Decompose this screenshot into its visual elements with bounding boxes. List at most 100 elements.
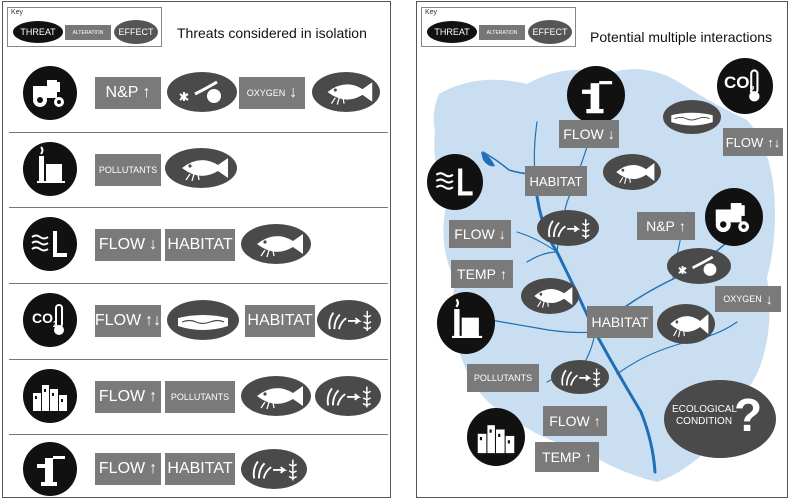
alteration-label: OXYGEN [246, 88, 286, 98]
algae-icon [167, 72, 237, 112]
panel-title-right: Potential multiple interactions [590, 29, 773, 45]
water-abstraction-icon [427, 154, 483, 210]
alteration-box: FLOW↑ [95, 381, 161, 413]
fish-icon [241, 224, 311, 264]
fish-icon [657, 304, 715, 344]
water-abstraction-icon [23, 217, 77, 271]
alteration-box: OXYGEN↓ [715, 286, 781, 312]
fish-icon [603, 154, 661, 190]
alteration-label: POLLUTANTS [170, 392, 230, 402]
sediment-icon [167, 300, 239, 340]
fish-icon [165, 148, 237, 188]
factory-icon [23, 142, 77, 196]
alteration-box: N&P↑ [95, 77, 161, 109]
key-effect: EFFECT [528, 20, 572, 44]
alteration-label: N&P [105, 84, 139, 101]
arrow-down-icon: ↓ [498, 226, 506, 242]
alteration-box: TEMP↑ [451, 260, 513, 288]
water-pump-icon [23, 442, 77, 496]
alteration-label: HABITAT [247, 312, 313, 329]
key-alteration: ALTERATION [479, 25, 525, 40]
key-title: Key [425, 9, 438, 16]
alteration-label: POLLUTANTS [98, 165, 158, 175]
ecological-condition-label: ECOLOGICAL CONDITION [672, 404, 738, 427]
plant-icon [551, 360, 609, 394]
arrow-up-icon: ↑ [142, 84, 151, 101]
alteration-label: HABITAT [167, 460, 233, 477]
fish-icon [521, 278, 579, 314]
threat-row: FLOW↑ POLLUTANTS [9, 360, 388, 432]
row-divider [9, 283, 388, 284]
threat-row: N&P↑ OXYGEN↓ [9, 60, 388, 132]
plant-icon [315, 376, 381, 416]
alteration-box: OXYGEN↓ [239, 77, 305, 109]
tractor-icon [23, 66, 77, 120]
arrow-up-icon: ↑ [584, 449, 592, 465]
alteration-box: POLLUTANTS [95, 154, 161, 186]
alteration-box: FLOW↑↓ [723, 128, 783, 156]
climate-icon: CO2 [23, 293, 77, 347]
sediment-icon [663, 100, 721, 134]
threat-row: FLOW↓ HABITAT [9, 208, 388, 280]
alteration-label: FLOW [98, 388, 146, 405]
plant-icon [317, 300, 381, 340]
alteration-label: HABITAT [167, 236, 233, 253]
row-divider [9, 132, 388, 133]
ecological-condition-effect: ECOLOGICAL CONDITION ? [664, 380, 776, 458]
alteration-box: POLLUTANTS [165, 381, 235, 413]
arrow-down-icon: ↓ [607, 126, 615, 142]
threat-row: CO2 FLOW↑↓ HABITAT [9, 284, 388, 356]
alteration-box: FLOW↓ [449, 220, 511, 248]
key-effect: EFFECT [114, 20, 158, 44]
alteration-box: HABITAT [245, 305, 315, 337]
alteration-box: FLOW↑ [543, 406, 607, 436]
arrow-down-icon: ↓ [149, 236, 158, 253]
threat-row: POLLUTANTS [9, 133, 388, 205]
co2-label: CO2 [32, 310, 58, 329]
alteration-box: TEMP↑ [535, 442, 599, 472]
row-divider [9, 434, 388, 435]
alteration-box: FLOW↓ [95, 229, 161, 261]
arrow-down-icon: ↓ [289, 84, 298, 101]
alteration-label: FLOW [94, 312, 142, 329]
arrow-down-icon: ↓ [765, 291, 773, 307]
alteration-box: HABITAT [525, 166, 587, 196]
key-alteration: ALTERATION [65, 25, 111, 40]
co2-label: CO2 [724, 73, 755, 95]
panel-multiple-interactions: Key THREAT ALTERATION EFFECT Potential m… [416, 1, 788, 498]
panel-title-left: Threats considered in isolation [177, 25, 367, 41]
fish-icon [312, 72, 380, 112]
city-icon [23, 369, 77, 423]
fish-icon [241, 376, 311, 416]
threat-row: FLOW↑ HABITAT [9, 435, 388, 497]
lake-icon [481, 152, 495, 167]
row-divider [9, 207, 388, 208]
alteration-box: POLLUTANTS [467, 364, 539, 392]
alteration-box: FLOW↑↓ [95, 305, 161, 337]
alteration-label: FLOW [98, 460, 146, 477]
arrow-up-icon: ↑ [593, 413, 601, 429]
water-pump-icon [567, 66, 625, 124]
alteration-box: FLOW↓ [559, 120, 619, 148]
key-legend: Key THREAT ALTERATION EFFECT [7, 7, 162, 47]
key-threat: THREAT [13, 21, 63, 43]
algae-icon [667, 248, 731, 284]
panel-threats-in-isolation: Key THREAT ALTERATION EFFECT Threats con… [2, 1, 391, 498]
arrow-up-down-icon: ↑↓ [145, 312, 162, 329]
city-icon [467, 408, 525, 466]
arrow-up-icon: ↑ [149, 388, 158, 405]
arrow-up-icon: ↑ [499, 266, 507, 282]
question-mark-icon: ? [734, 389, 763, 441]
key-title: Key [11, 9, 24, 16]
alteration-box: HABITAT [165, 229, 235, 261]
alteration-box: HABITAT [587, 306, 653, 338]
alteration-box: HABITAT [165, 453, 235, 485]
alteration-box: N&P↑ [637, 212, 695, 240]
alteration-label: FLOW [98, 236, 146, 253]
arrow-up-down-icon: ↑↓ [767, 134, 781, 150]
arrow-up-icon: ↑ [149, 460, 158, 477]
key-legend: Key THREAT ALTERATION EFFECT [421, 7, 576, 47]
key-threat: THREAT [427, 21, 477, 43]
climate-icon: CO2 [717, 58, 773, 114]
plant-icon [241, 449, 307, 489]
